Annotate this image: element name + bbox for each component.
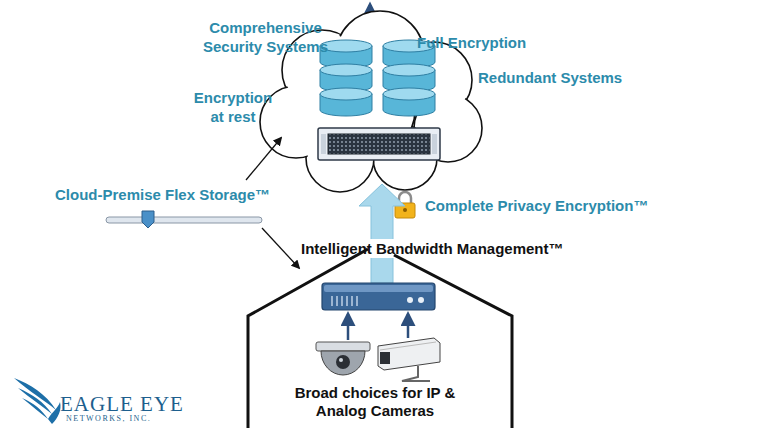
router-box xyxy=(322,283,435,310)
database-stacks xyxy=(320,40,435,116)
eagle-logo xyxy=(14,378,61,424)
feature-label: Redundant Systems xyxy=(478,68,622,87)
feature-label: Intelligent Bandwidth Management™ xyxy=(298,239,567,258)
feature-label: Encryption at rest xyxy=(188,88,278,126)
camera-feed-arrow xyxy=(347,314,350,340)
server-unit xyxy=(318,128,440,160)
logo-text: EAGLE EYE xyxy=(60,393,184,415)
camera-feed-arrow xyxy=(407,314,410,338)
house-outline: Broad choices for IP & Analog Cameras xyxy=(246,238,515,428)
flex-slider xyxy=(106,211,262,228)
feature-label: Comprehensive Security Systems xyxy=(188,18,343,56)
box-camera xyxy=(378,338,440,381)
logo-text: NETWORKS, INC. xyxy=(66,414,151,423)
storage-arrow xyxy=(246,138,281,180)
house-caption: Broad choices for IP & Analog Cameras xyxy=(285,384,465,420)
storage-arrow xyxy=(262,228,299,268)
feature-label: Full Encryption xyxy=(417,33,526,52)
feature-label: Complete Privacy Encryption™ xyxy=(425,196,648,215)
feature-label: Cloud-Premise Flex Storage™ xyxy=(55,185,270,204)
dome-camera xyxy=(316,342,370,375)
upload-arrow xyxy=(359,184,405,283)
